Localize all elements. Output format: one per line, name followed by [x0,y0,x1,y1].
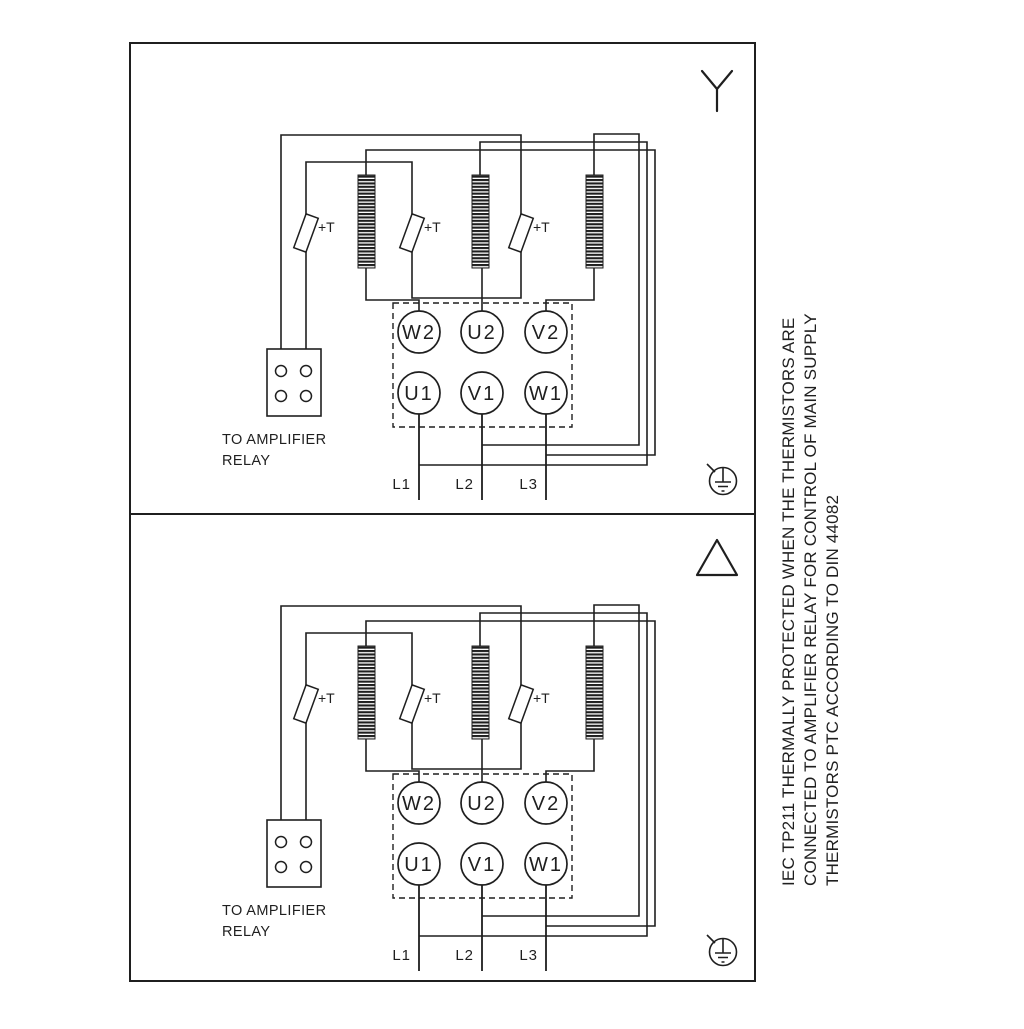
side-note-line1: IEC TP211 THERMALLY PROTECTED WHEN THE T… [779,318,798,886]
terminal-label-v1: V1 [468,383,496,405]
thermistor-label: +T [424,690,441,706]
thermistor-label: +T [533,219,550,235]
panel-artwork [266,604,738,972]
relay-note-line1: TO AMPLIFIER [222,432,326,448]
relay-note-line2: RELAY [222,453,270,469]
delta-symbol [695,538,739,577]
relay-note-line2: RELAY [222,924,270,940]
supply-label-l2: L2 [455,947,474,964]
thermistor-label: +T [533,690,550,706]
thermistor-label: +T [424,219,441,235]
supply-label-l3: L3 [519,947,538,964]
supply-label-l1: L1 [392,947,411,964]
star-symbol [700,69,734,113]
terminal-label-w1: W1 [529,854,563,876]
terminal-label-w1: W1 [529,383,563,405]
supply-label-l3: L3 [519,476,538,493]
diagram-frame [129,42,756,982]
terminal-label-u1: U1 [404,383,434,405]
terminal-label-u1: U1 [404,854,434,876]
thermistor-label: +T [318,219,335,235]
terminal-label-v2: V2 [532,322,560,344]
thermistor-label: +T [318,690,335,706]
side-note-line2: CONNECTED TO AMPLIFIER RELAY FOR CONTROL… [801,313,820,886]
panel-artwork [266,133,738,501]
relay-note-line1: TO AMPLIFIER [222,903,326,919]
side-note-line3: THERMISTORS PTC ACCORDING TO DIN 44082 [823,495,842,886]
terminal-label-w2: W2 [402,322,436,344]
side-note: IEC TP211 THERMALLY PROTECTED WHEN THE T… [779,313,842,886]
supply-label-l2: L2 [455,476,474,493]
terminal-label-u2: U2 [467,793,497,815]
terminal-label-u2: U2 [467,322,497,344]
panel-star-connection: +T +T +T W2 U2 V2 U1 V1 W1 TO AMPLIFIER … [222,69,738,501]
panel-delta-connection: +T +T +T W2 U2 V2 U1 V1 W1 TO AMPLIFIER … [222,538,739,972]
terminal-label-v2: V2 [532,793,560,815]
supply-label-l1: L1 [392,476,411,493]
terminal-label-v1: V1 [468,854,496,876]
terminal-label-w2: W2 [402,793,436,815]
